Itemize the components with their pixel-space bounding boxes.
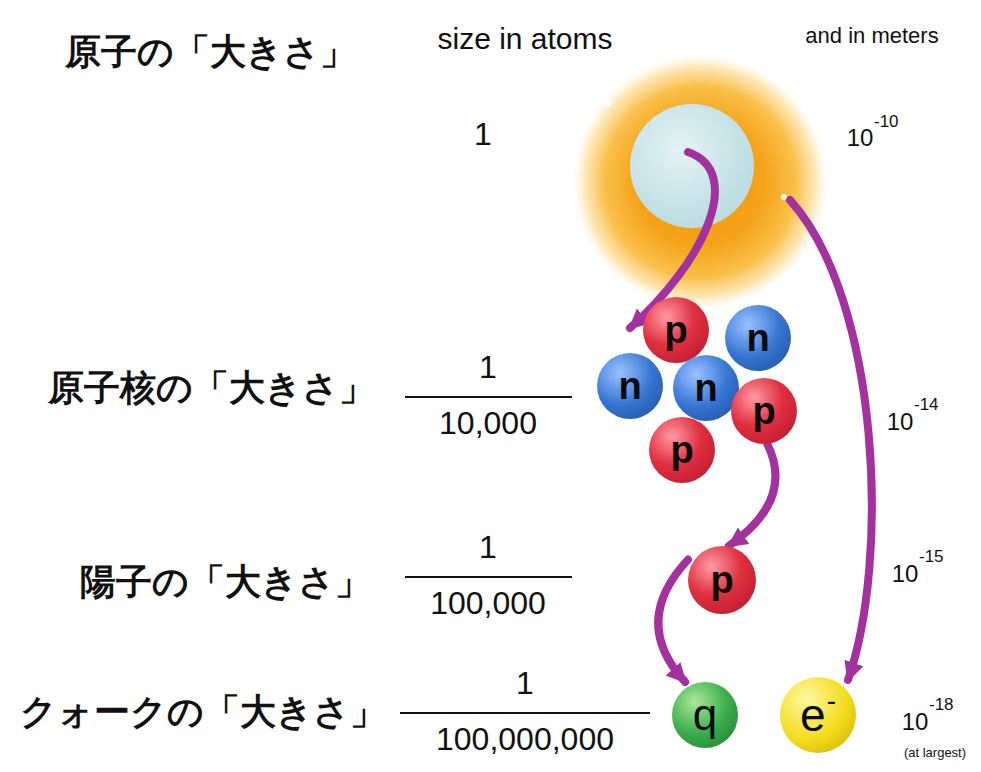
zoom-arrow: [729, 444, 776, 546]
fraction-denominator: 100,000: [430, 586, 546, 621]
meter-base: 10: [892, 561, 919, 587]
column-heading: and in meters: [805, 24, 938, 48]
scale-name: 原子の「大きさ」: [65, 32, 356, 72]
size-ratio: 1: [474, 117, 492, 152]
particle-symbol: p: [752, 392, 775, 430]
proton-ball: p: [731, 378, 797, 444]
particle-symbol: n: [694, 369, 717, 407]
fraction-numerator: 1: [516, 666, 534, 701]
scale-name: クォークの「大きさ」: [20, 692, 386, 732]
particle-symbol: n: [618, 367, 641, 405]
zoom-arrow: [790, 200, 872, 680]
proton-ball: p: [688, 546, 756, 614]
fraction-numerator: 1: [479, 350, 497, 385]
atom-core: [630, 104, 754, 228]
meter-base: 10: [902, 709, 929, 735]
electron-cloud: [572, 54, 828, 310]
particle-symbol: p: [664, 311, 687, 349]
meter-exponent: -14: [914, 396, 939, 415]
particle-symbol: p: [710, 561, 733, 599]
charge-sign: -: [827, 687, 836, 715]
particle-symbol: e: [800, 692, 826, 738]
fraction-bar: [405, 396, 572, 398]
electron-dot: [781, 194, 787, 200]
proton-ball: p: [649, 417, 715, 483]
scale-name: 原子核の「大きさ」: [48, 368, 375, 408]
neutron-ball: n: [597, 353, 663, 419]
proton-ball: p: [643, 297, 709, 363]
meter-base: 10: [847, 125, 874, 151]
neutron-ball: n: [673, 355, 739, 421]
particle-symbol: p: [670, 431, 693, 469]
meter-exponent: -15: [919, 548, 944, 567]
scale-name: 陽子の「大きさ」: [80, 562, 371, 602]
fraction-denominator: 10,000: [439, 406, 537, 441]
electron-ball: e-: [780, 677, 856, 753]
particle-symbol: n: [746, 319, 769, 357]
meter-exponent: -10: [874, 113, 899, 132]
quark-ball: q: [672, 682, 738, 748]
fraction-bar: [400, 712, 650, 714]
fraction-denominator: 100,000,000: [436, 722, 614, 757]
neutron-ball: n: [725, 305, 791, 371]
footnote: (at largest): [904, 746, 966, 760]
electron-dot: [605, 100, 611, 106]
particle-symbol: q: [693, 693, 717, 737]
column-heading: size in atoms: [437, 22, 612, 55]
fraction-numerator: 1: [479, 530, 497, 565]
zoom-arrow: [658, 560, 688, 682]
meter-exponent: -18: [929, 696, 954, 715]
fraction-bar: [405, 576, 572, 578]
meter-base: 10: [887, 409, 914, 435]
